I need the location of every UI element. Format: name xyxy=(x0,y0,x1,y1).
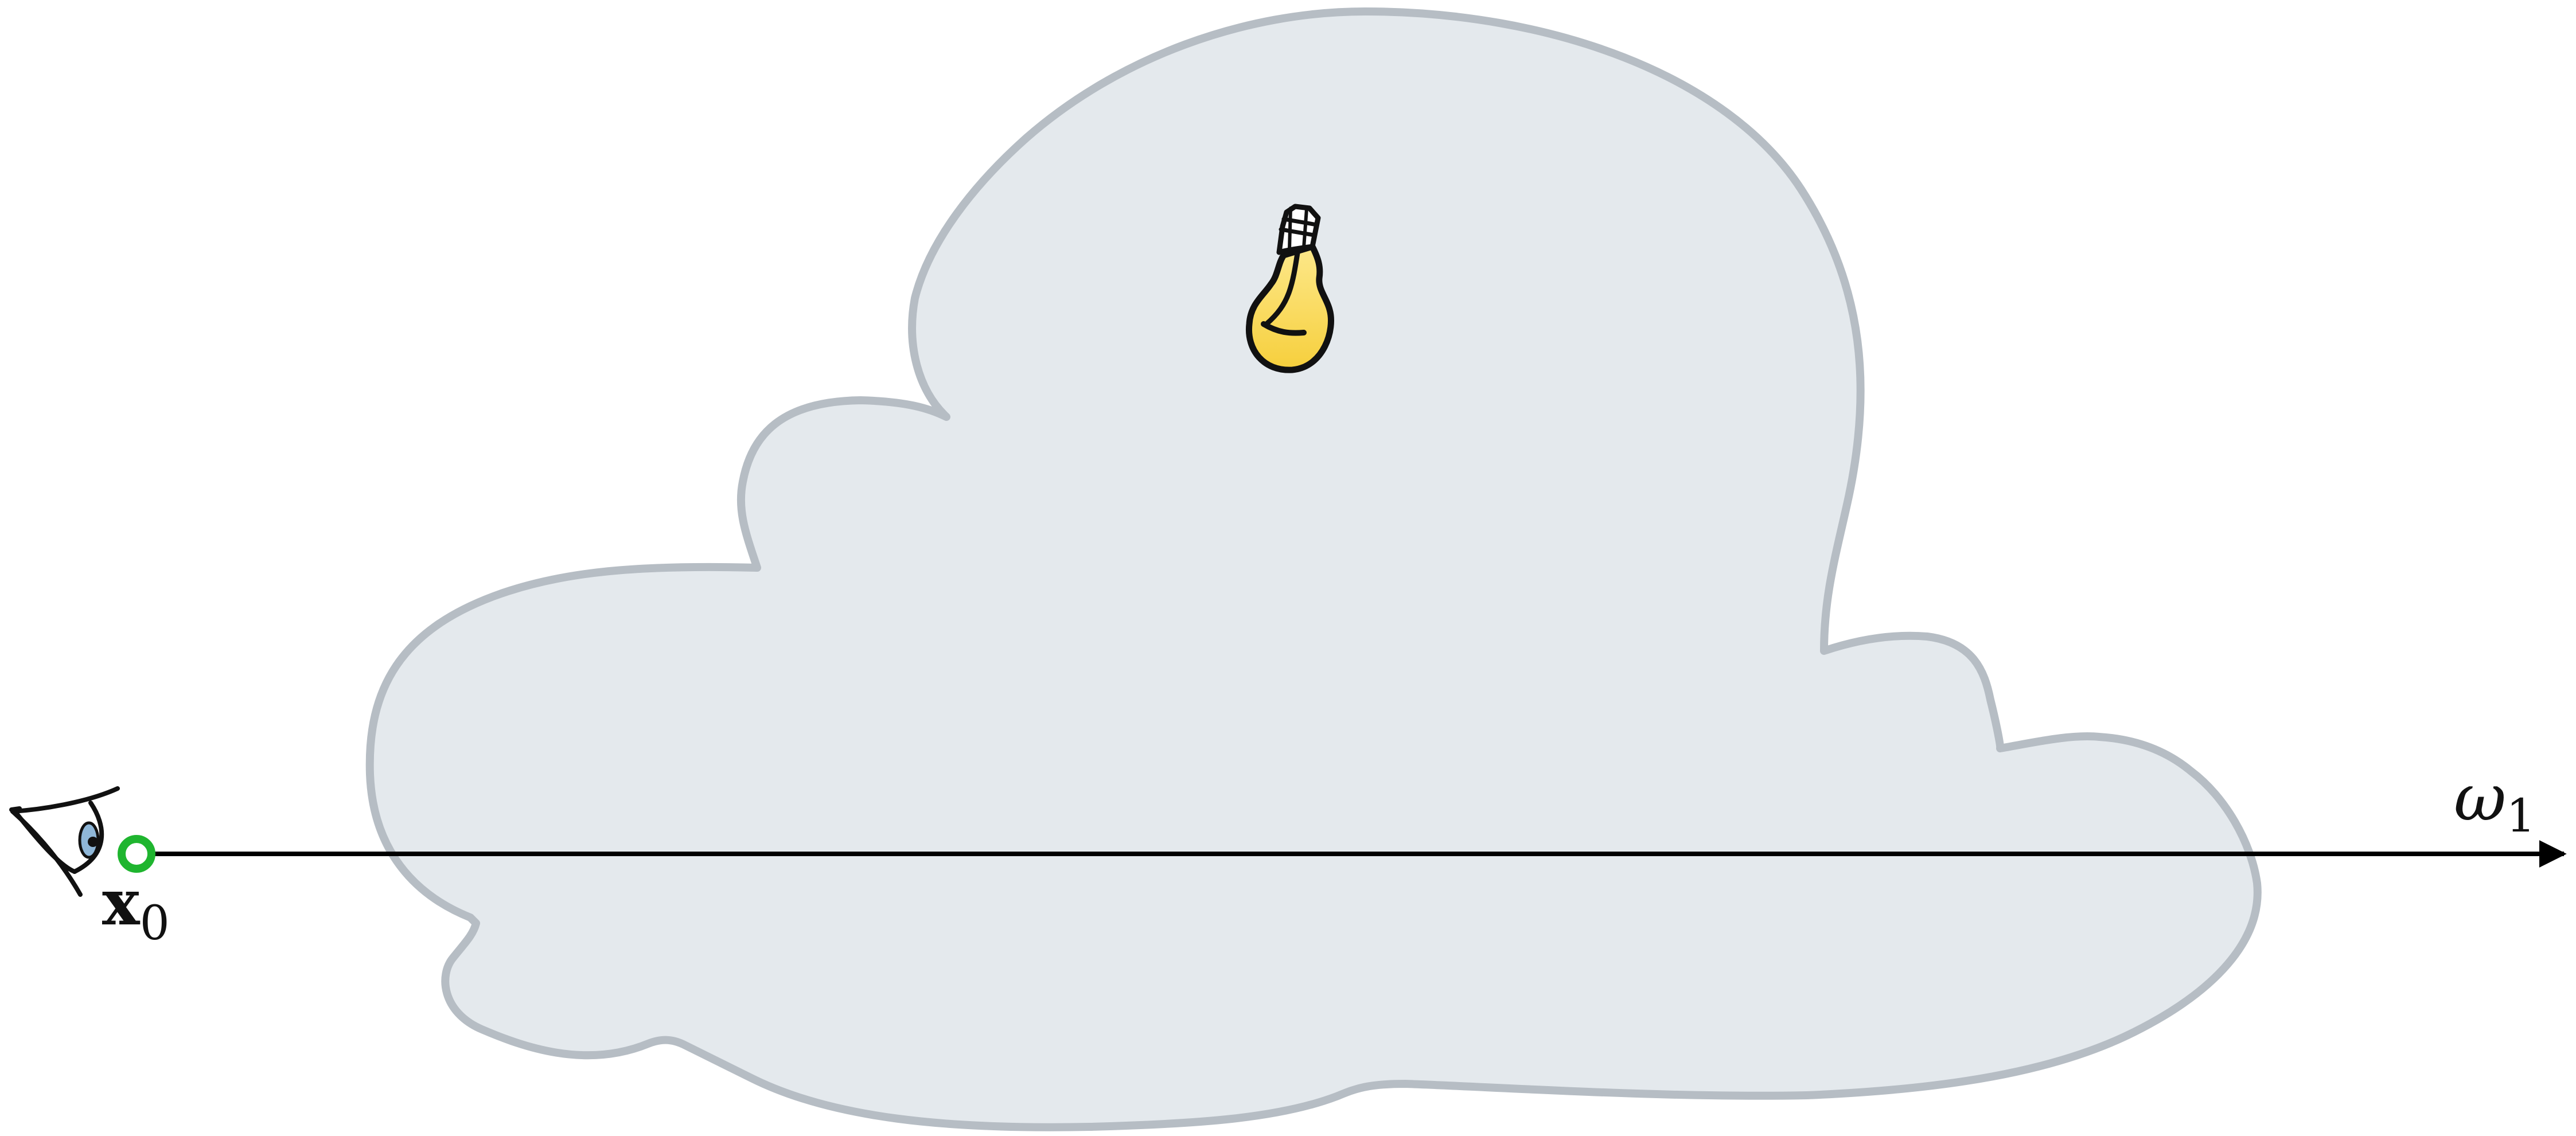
direction-subscript: 1 xyxy=(2506,789,2535,842)
origin-subscript: 0 xyxy=(140,896,170,951)
origin-label: x0 xyxy=(102,865,170,951)
circle-marker-icon xyxy=(122,839,151,869)
direction-label: ω1 xyxy=(2454,761,2535,842)
cloud-medium xyxy=(370,11,2258,1127)
direction-symbol: ω xyxy=(2454,761,2506,836)
origin-symbol: x xyxy=(102,865,141,939)
